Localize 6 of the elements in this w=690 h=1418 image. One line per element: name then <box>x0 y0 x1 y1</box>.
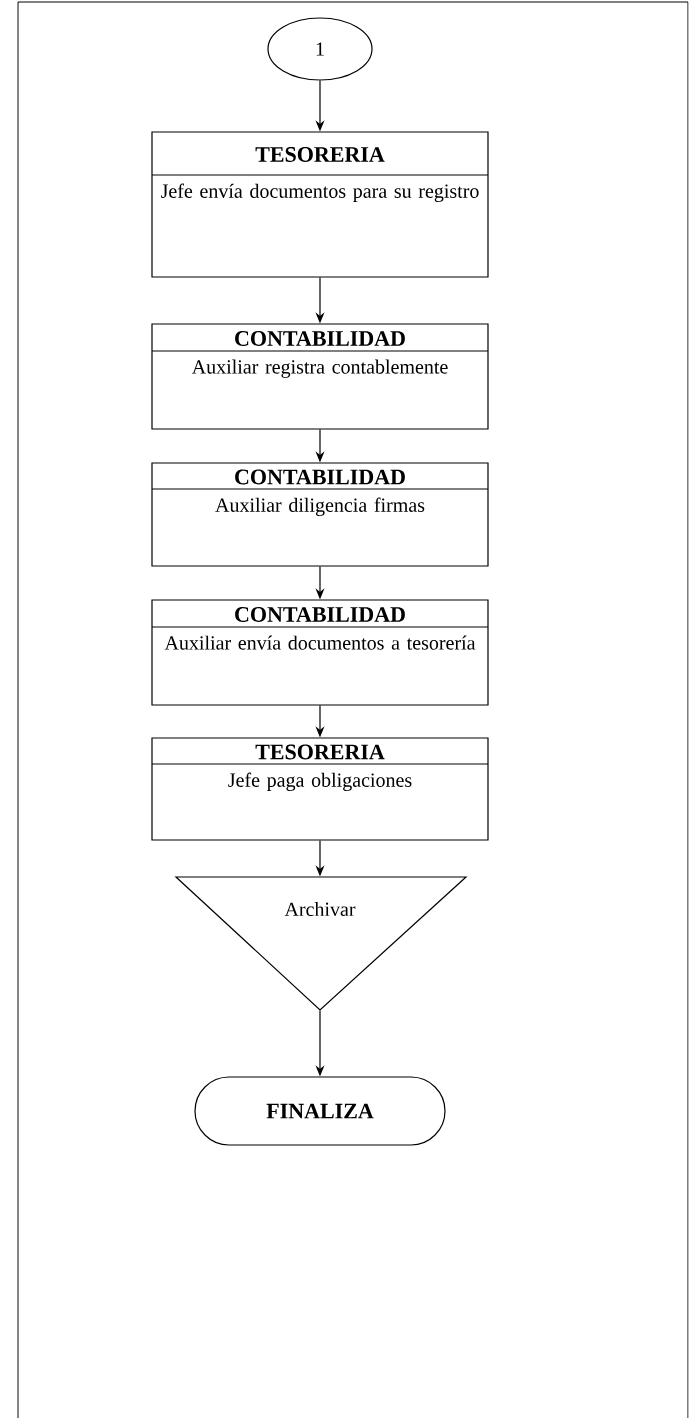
process-box: TESORERIA Jefe paga obligaciones <box>151 737 489 841</box>
process-box: CONTABILIDAD Auxiliar diligencia firmas <box>151 462 489 567</box>
process-box: TESORERIA Jefe envía documentos para su registro <box>151 131 489 278</box>
process-box: CONTABILIDAD Auxiliar registra contablemente <box>151 323 489 430</box>
process-box: CONTABILIDAD Auxiliar envía documentos a tesorería <box>151 599 489 706</box>
terminal-box: FINALIZA <box>194 1076 446 1146</box>
